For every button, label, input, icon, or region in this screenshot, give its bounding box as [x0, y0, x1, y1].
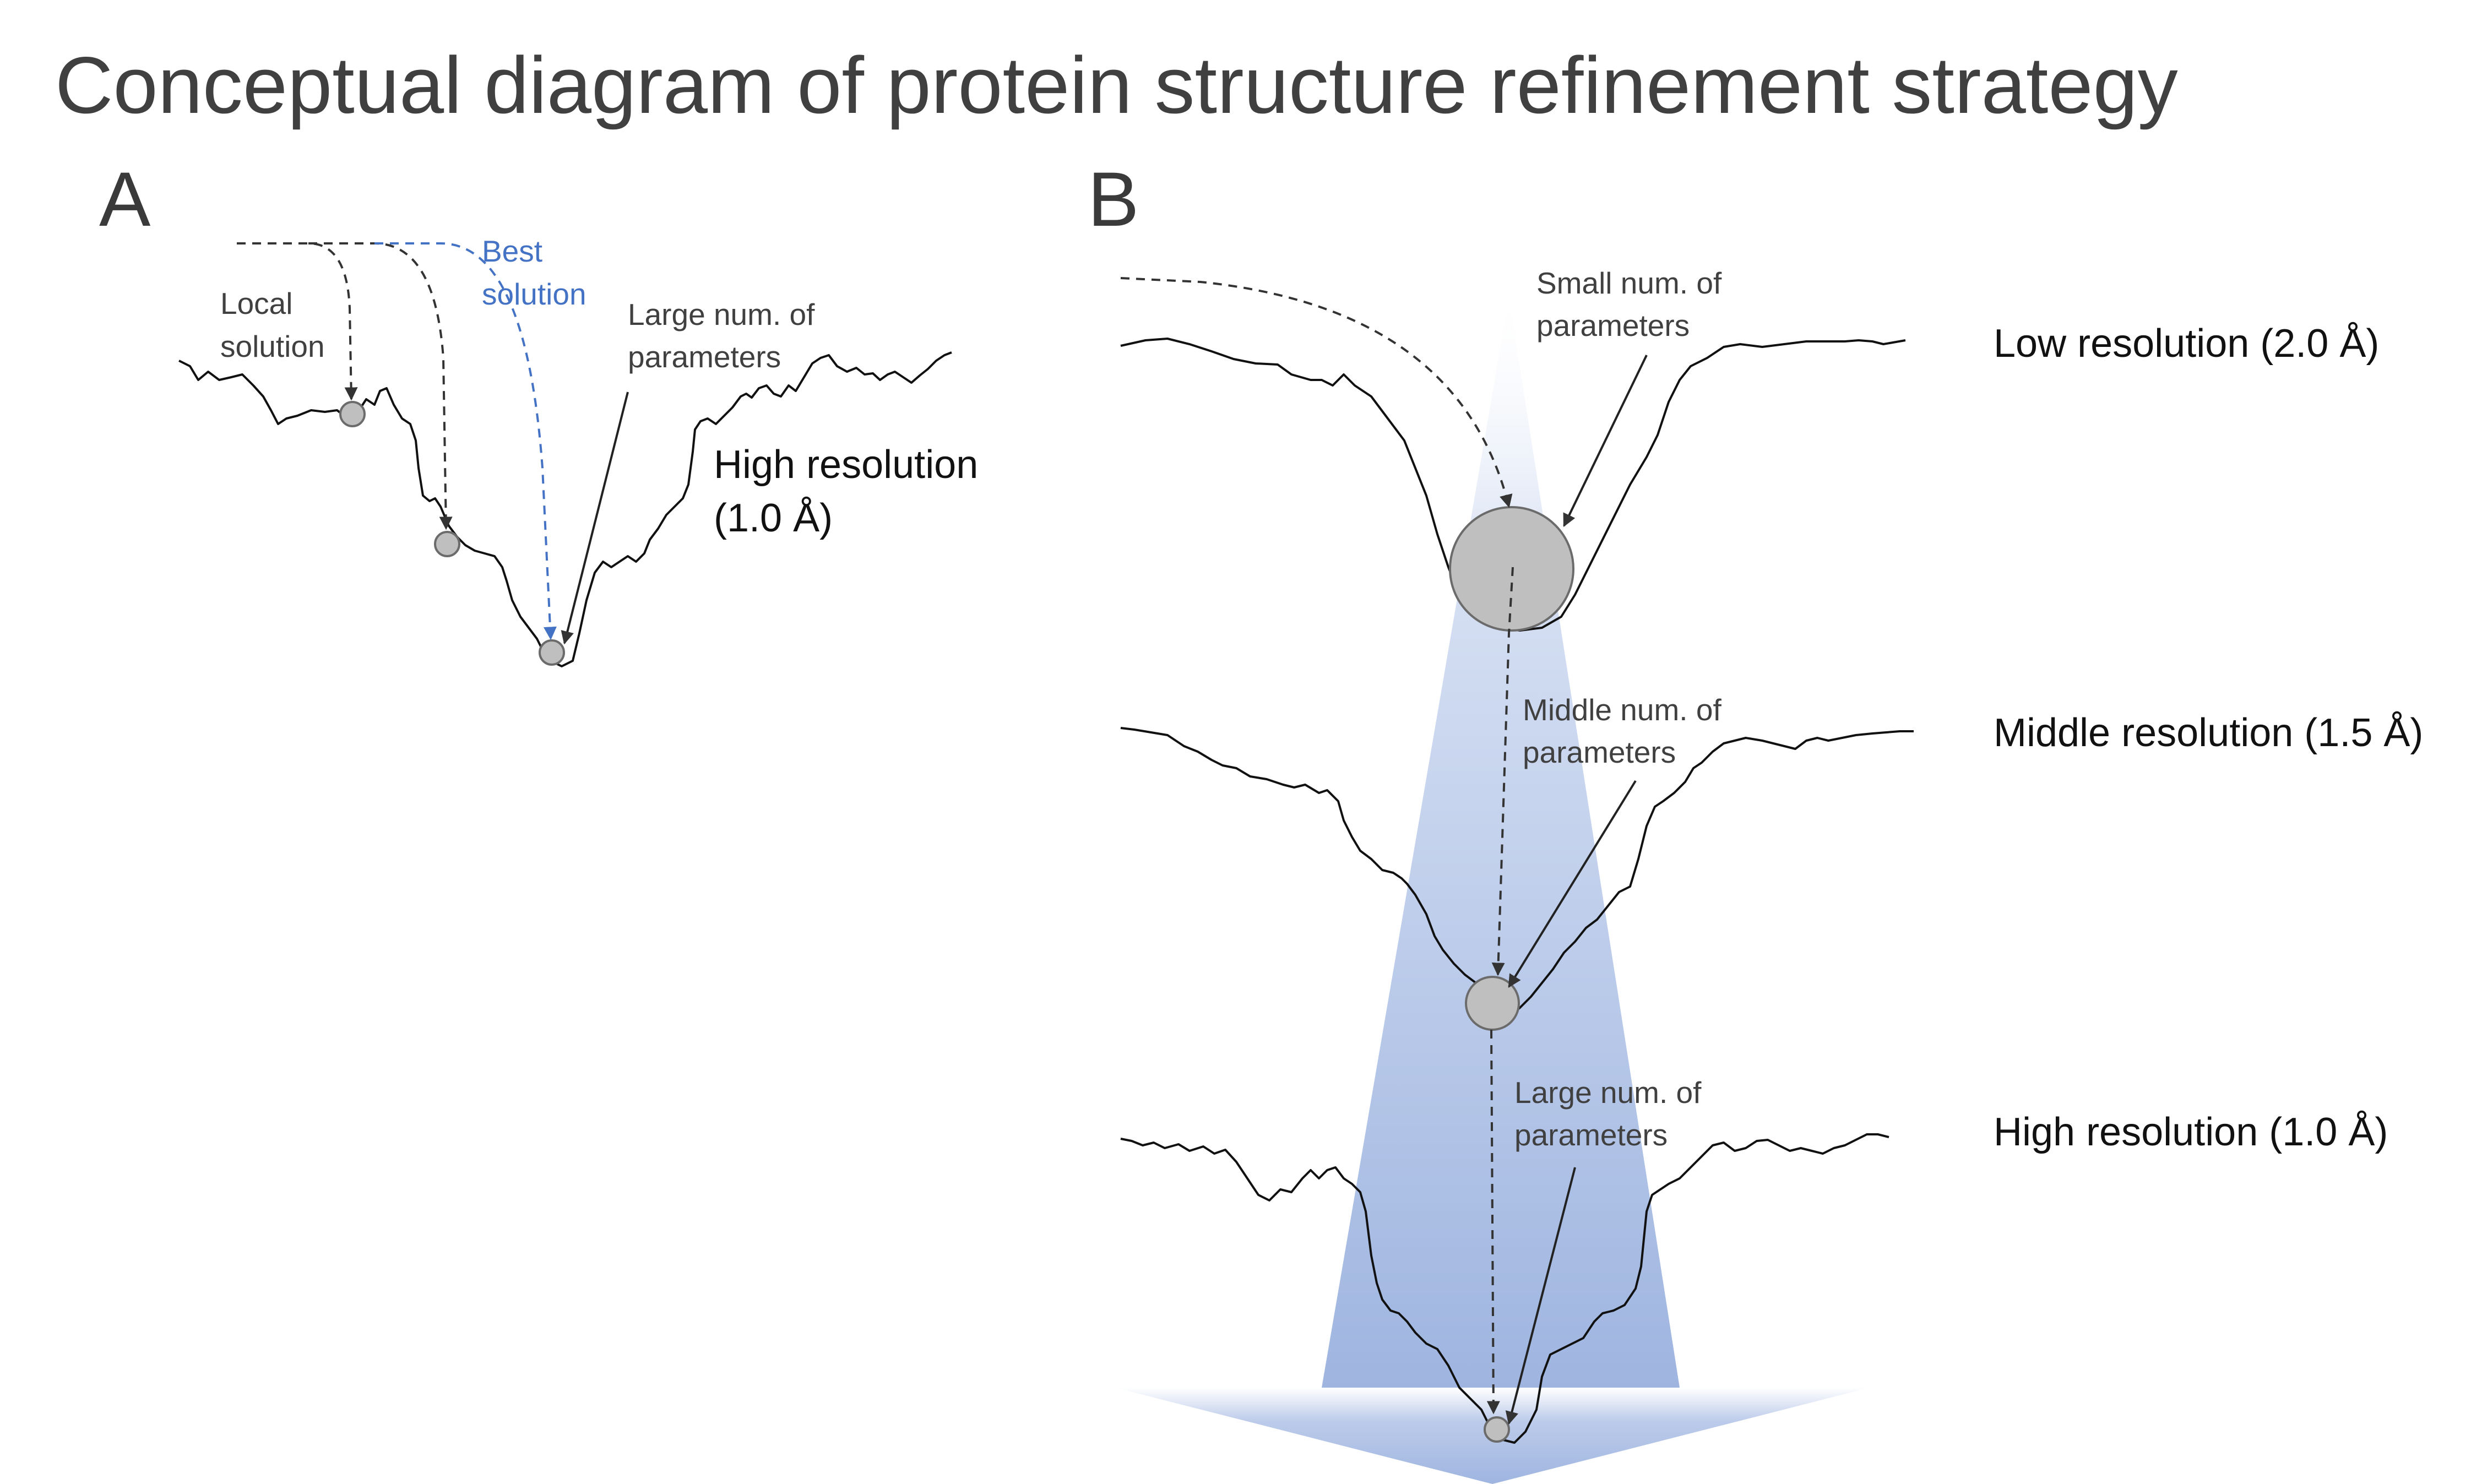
- panel-b-dashed-arrow-middle-to-high: [1486, 1029, 1500, 1415]
- panel-a-local-minimum-ball-1: [339, 401, 366, 427]
- panel-a-local-solution-label: Local solution: [220, 286, 325, 363]
- panel-a-dashed-arrow-middle: [308, 242, 453, 530]
- panel-b-high-res-ball: [1484, 1416, 1510, 1443]
- panel-b-refinement-funnel: [1322, 297, 1680, 1388]
- panel-b-middle-params-label: Middle num. of parameters: [1523, 693, 1730, 769]
- panel-b-middle-res-landscape: [1120, 727, 1914, 1017]
- panel-a-energy-landscape: [178, 351, 952, 667]
- panel-a-dashed-arrow-best: [374, 242, 557, 640]
- panel-a-best-solution-label: Best solution: [482, 234, 586, 311]
- panel-a-label: A: [99, 156, 151, 242]
- panel-b-small-params-label: Small num. of parameters: [1536, 266, 1730, 343]
- panel-b-middle-resolution-label: Middle resolution (1.5 Å): [1994, 711, 2423, 755]
- panel-b-pointer-large-params: [1505, 1167, 1576, 1425]
- panel-a-large-params-label: Large num. of parameters: [628, 297, 823, 374]
- panel-b-label: B: [1088, 156, 1139, 242]
- panel-a-global-minimum-ball: [539, 639, 565, 666]
- panel-a-local-minimum-ball-2: [434, 531, 460, 557]
- panel-b: B Small num. of parameters Middle num. o…: [1088, 156, 2423, 1484]
- panel-a-dashed-arrow-local: [237, 242, 358, 401]
- panel-b-dashed-arrow-entry: [1120, 277, 1513, 508]
- panel-a: A Local solution Best solution Large num…: [99, 156, 989, 667]
- panel-b-high-resolution-label: High resolution (1.0 Å): [1994, 1110, 2388, 1154]
- panel-a-resolution-label: High resolution (1.0 Å): [714, 443, 989, 540]
- panel-b-pointer-middle-params: [1508, 780, 1637, 988]
- panel-b-dashed-arrow-low-to-middle: [1491, 567, 1514, 976]
- diagram-title: Conceptual diagram of protein structure …: [55, 40, 2178, 130]
- panel-b-large-params-label: Large num. of parameters: [1514, 1075, 1710, 1152]
- panel-a-pointer-large-params: [561, 392, 629, 645]
- panel-b-low-resolution-label: Low resolution (2.0 Å): [1994, 322, 2379, 366]
- panel-b-pointer-small-params: [1563, 355, 1648, 528]
